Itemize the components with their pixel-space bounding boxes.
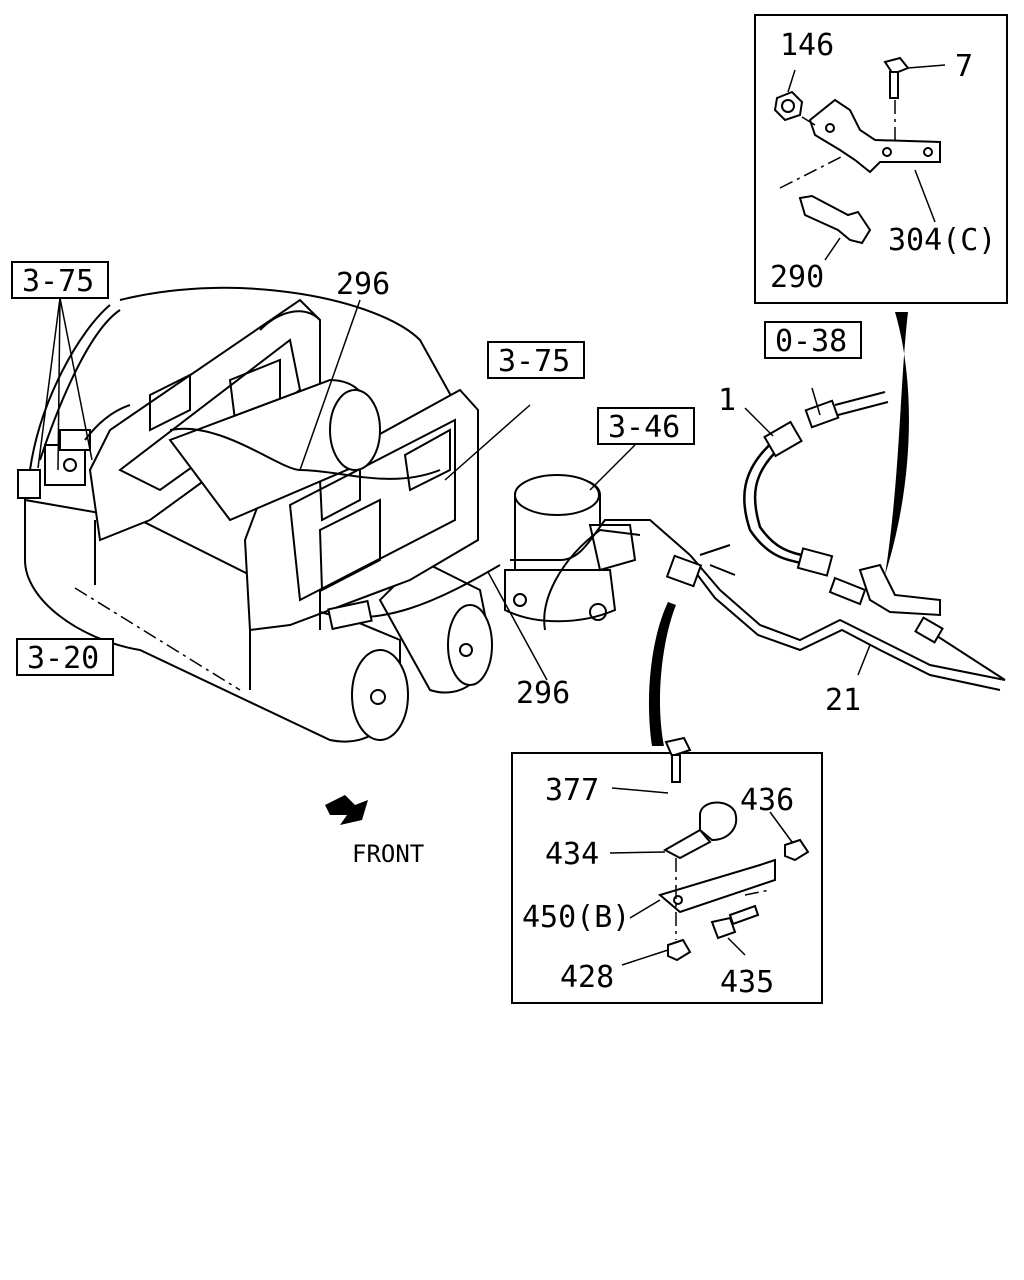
ref-label-0-38: 0-38 <box>775 324 847 359</box>
ref-label-3-75-center: 3-75 <box>498 344 570 379</box>
part-label-7: 7 <box>955 49 973 84</box>
leader-lines <box>37 297 871 691</box>
front-arrow <box>325 795 368 825</box>
ref-box-3-20 <box>16 638 114 676</box>
part-label-304c: 304(C) <box>888 223 996 258</box>
ref-label-3-20: 3-20 <box>27 641 99 676</box>
part-label-290: 290 <box>770 260 824 295</box>
leader-swoosh-top <box>885 312 909 575</box>
part-label-146: 146 <box>780 28 834 63</box>
ref-label-3-75-left: 3-75 <box>22 264 94 299</box>
ref-box-3-75-left <box>11 261 109 299</box>
detail-box-top <box>754 14 1008 304</box>
ref-box-3-75-center <box>487 341 585 379</box>
hose-1 <box>743 391 941 617</box>
front-arrow-icon <box>325 795 368 825</box>
part-label-434: 434 <box>545 837 599 872</box>
part-label-377: 377 <box>545 773 599 808</box>
part-label-450b: 450(B) <box>522 900 630 935</box>
part-label-1: 1 <box>718 383 736 418</box>
ref-box-3-46 <box>597 407 695 445</box>
air-dryer <box>504 474 691 631</box>
front-label: FRONT <box>352 840 424 868</box>
part-label-435: 435 <box>720 965 774 1000</box>
ref-label-3-46: 3-46 <box>608 410 680 445</box>
detail-box-bottom <box>511 736 823 1004</box>
part-label-21: 21 <box>825 683 861 718</box>
part-label-296-bottom: 296 <box>516 676 570 711</box>
ref-box-0-38 <box>764 321 862 359</box>
part-label-436: 436 <box>740 783 794 818</box>
leader-swoosh-bottom <box>648 602 676 746</box>
part-label-296-top: 296 <box>336 267 390 302</box>
part-label-428: 428 <box>560 960 614 995</box>
air-tank-assembly <box>17 286 501 743</box>
pipe-21 <box>665 544 1006 691</box>
